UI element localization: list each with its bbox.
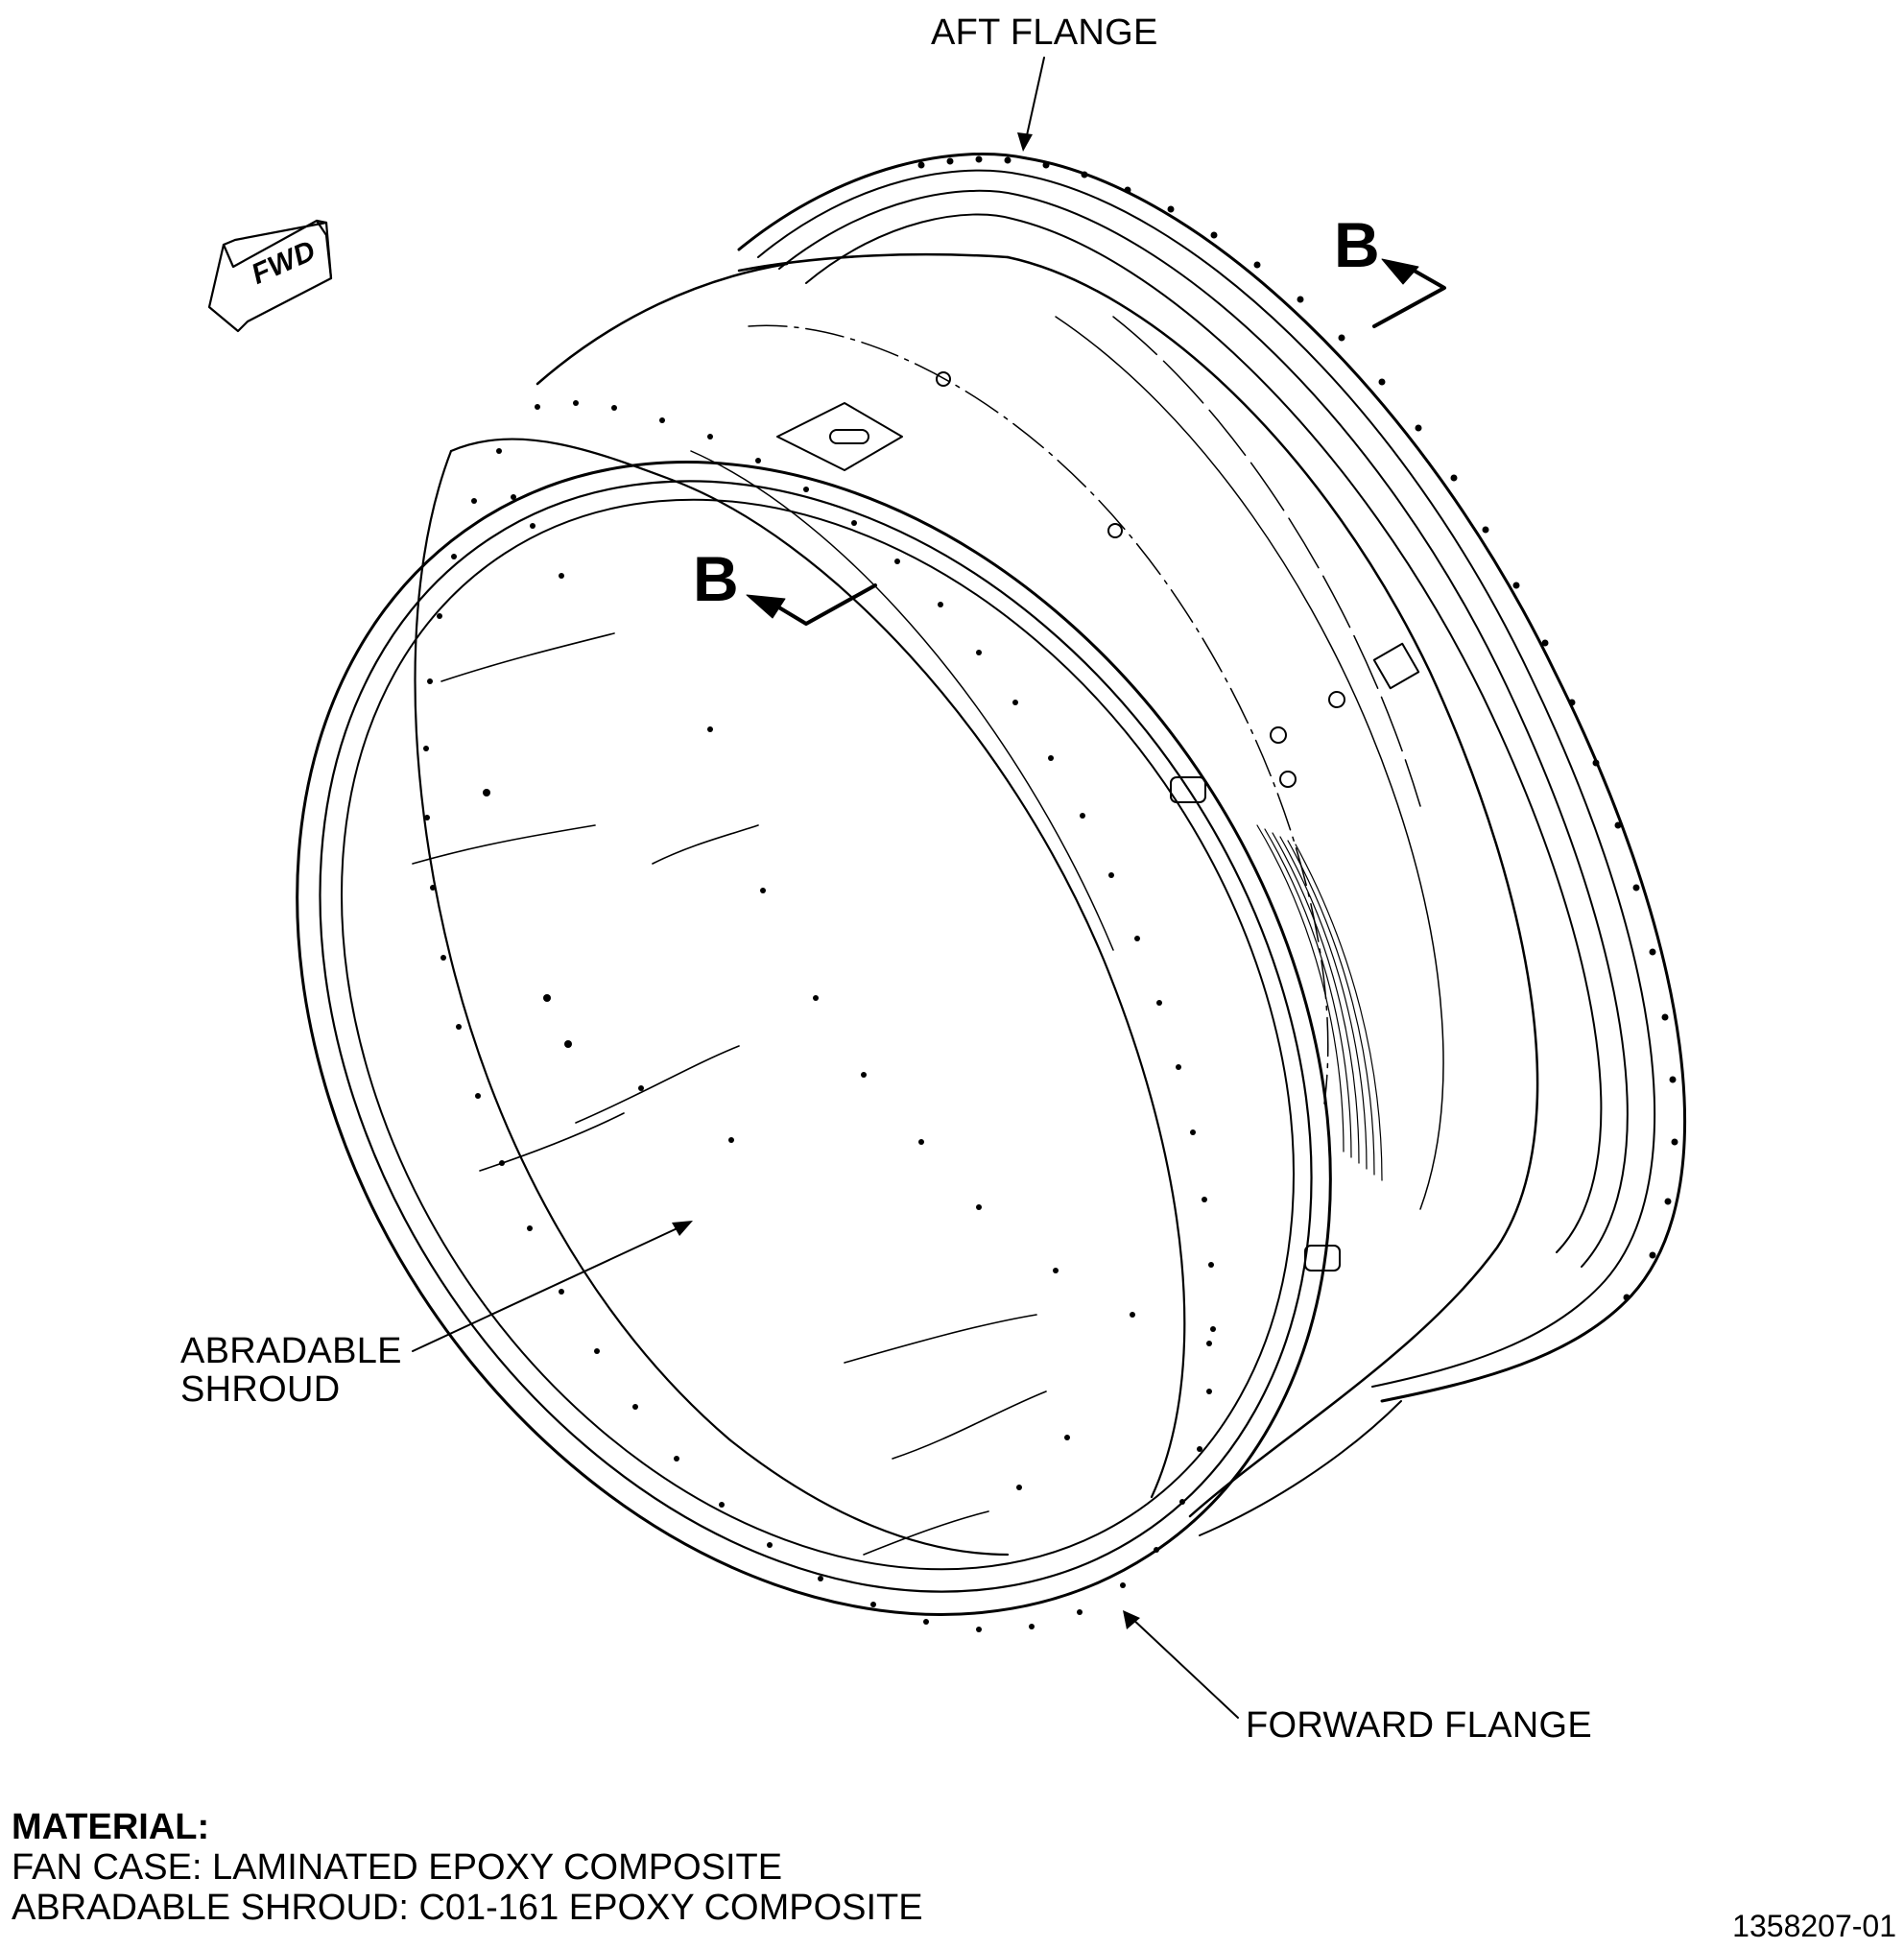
forward-flange-bolt-holes <box>423 400 1216 1632</box>
abradable-shroud-label-line1: ABRADABLE <box>180 1331 402 1371</box>
section-marker-b-top: B <box>1334 209 1380 280</box>
section-line-b-top <box>1372 267 1446 328</box>
abradable-shroud-label: ABRADABLE SHROUD <box>180 1332 402 1409</box>
section-line-b-mid <box>775 583 877 626</box>
material-heading: MATERIAL: <box>12 1807 210 1847</box>
aft-flange-bolt-holes <box>917 155 1678 1301</box>
section-marker-b-mid: B <box>693 543 739 614</box>
forward-flange-label: FORWARD FLANGE <box>1246 1705 1593 1746</box>
section-arrow-b-mid <box>746 594 786 619</box>
material-line-abradable-shroud: ABRADABLE SHROUD: C01-161 EPOXY COMPOSIT… <box>12 1888 923 1928</box>
document-number: 1358207-01 <box>1732 1909 1896 1943</box>
aft-flange-label: AFT FLANGE <box>931 12 1158 53</box>
abradable-shroud <box>412 438 1186 1557</box>
shroud-fasteners <box>483 494 1212 1490</box>
case-rib-texture <box>1256 824 1383 1181</box>
leader-lines <box>412 57 1239 1719</box>
fwd-arrow-icon <box>207 219 333 333</box>
abradable-shroud-label-line2: SHROUD <box>180 1369 341 1410</box>
fan-case-body <box>536 252 1539 1536</box>
section-arrow-b-top <box>1381 258 1419 285</box>
leader-arrowheads <box>672 132 1140 1629</box>
case-bosses <box>776 371 1420 1272</box>
aft-flange <box>737 153 1687 1403</box>
material-line-fan-case: FAN CASE: LAMINATED EPOXY COMPOSITE <box>12 1847 783 1888</box>
